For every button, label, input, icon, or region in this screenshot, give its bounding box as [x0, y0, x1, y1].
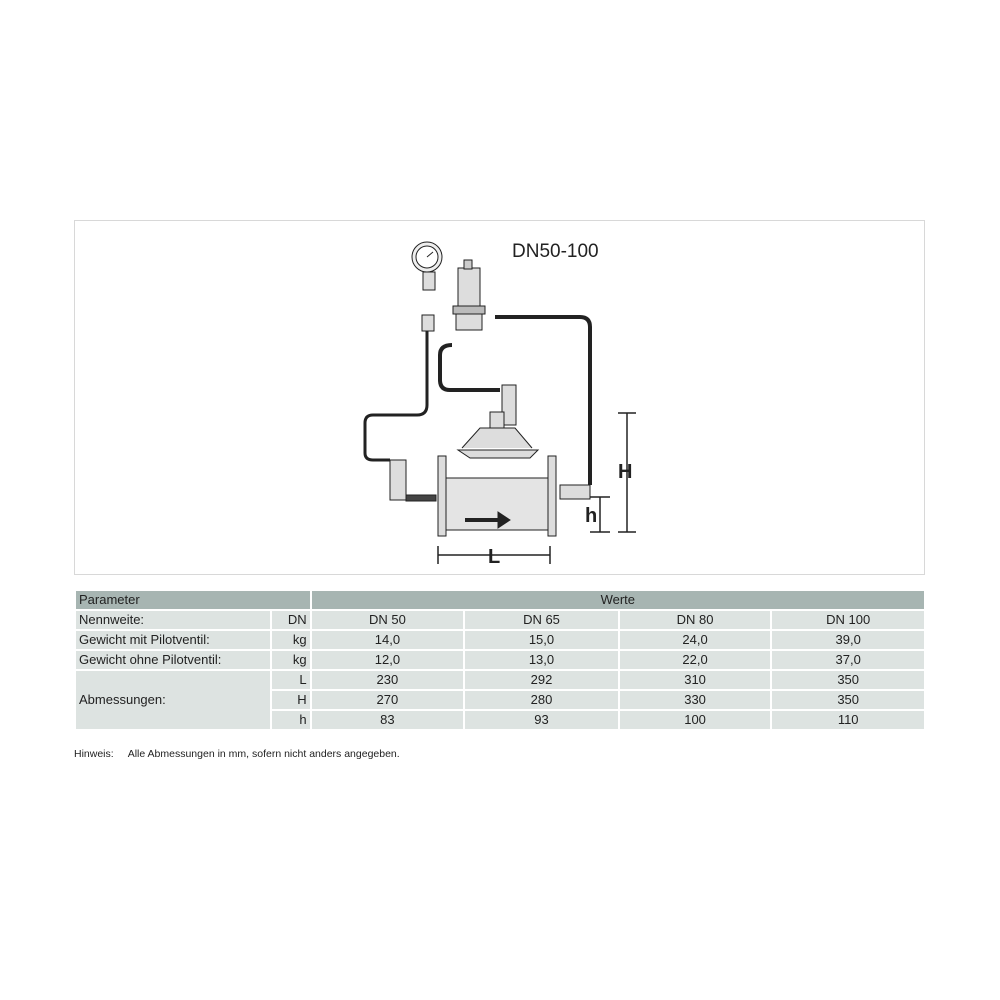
row-unit: kg	[269, 629, 312, 651]
cell-value: 37,0	[770, 649, 926, 671]
cell-value: DN 100	[770, 609, 926, 631]
row-label: Gewicht ohne Pilotventil:	[74, 649, 272, 671]
pressure-gauge-icon	[411, 241, 443, 291]
row-label: Gewicht mit Pilotventil:	[74, 629, 272, 651]
cell-value: 100	[617, 709, 773, 731]
header-values: Werte	[309, 589, 927, 611]
cell-value: 13,0	[463, 649, 620, 671]
cell-value: 93	[463, 709, 620, 731]
cell-value: 83	[309, 709, 466, 731]
dimension-h	[590, 496, 610, 533]
dim-label-h: h	[585, 505, 597, 527]
figure-title: DN50-100	[512, 241, 599, 262]
pilot-valve-icon	[452, 259, 486, 331]
row-label: Nennweite:	[74, 609, 272, 631]
row-unit: DN	[269, 609, 312, 631]
cell-value: 15,0	[463, 629, 620, 651]
dimension-H	[618, 412, 636, 533]
dim-label-L: L	[488, 546, 500, 568]
note-text: Alle Abmessungen in mm, sofern nicht and…	[127, 748, 400, 760]
cell-value: 12,0	[309, 649, 466, 671]
cell-value: 350	[770, 689, 926, 711]
cell-value: 280	[463, 689, 620, 711]
row-unit: kg	[269, 649, 312, 671]
main-valve-icon	[437, 411, 557, 537]
cell-value: DN 50	[309, 609, 466, 631]
row-unit: H	[269, 689, 312, 711]
cell-value: 270	[309, 689, 466, 711]
header-parameter: Parameter	[74, 589, 312, 611]
cell-value: 14,0	[309, 629, 466, 651]
cell-value: 292	[463, 669, 620, 691]
cell-value: 330	[617, 689, 773, 711]
cell-value: 230	[309, 669, 466, 691]
cell-value: 110	[770, 709, 926, 731]
figure-frame	[74, 220, 925, 575]
cell-value: 350	[770, 669, 926, 691]
note: Hinweis: Alle Abmessungen in mm, sofern n…	[74, 748, 414, 760]
dim-label-H: H	[618, 461, 632, 483]
row-label: Abmessungen:	[74, 669, 272, 731]
cell-value: 39,0	[770, 629, 926, 651]
note-label: Hinweis:	[74, 748, 114, 760]
cell-value: 24,0	[617, 629, 773, 651]
dimension-L	[437, 546, 551, 564]
valve-diagram: L H h	[363, 241, 636, 568]
cell-value: 310	[617, 669, 773, 691]
row-unit: L	[269, 669, 312, 691]
cell-value: DN 65	[463, 609, 620, 631]
cell-value: 22,0	[617, 649, 773, 671]
row-unit: h	[269, 709, 312, 731]
table-header: Parameter Werte	[74, 589, 927, 611]
cell-value: DN 80	[617, 609, 773, 631]
